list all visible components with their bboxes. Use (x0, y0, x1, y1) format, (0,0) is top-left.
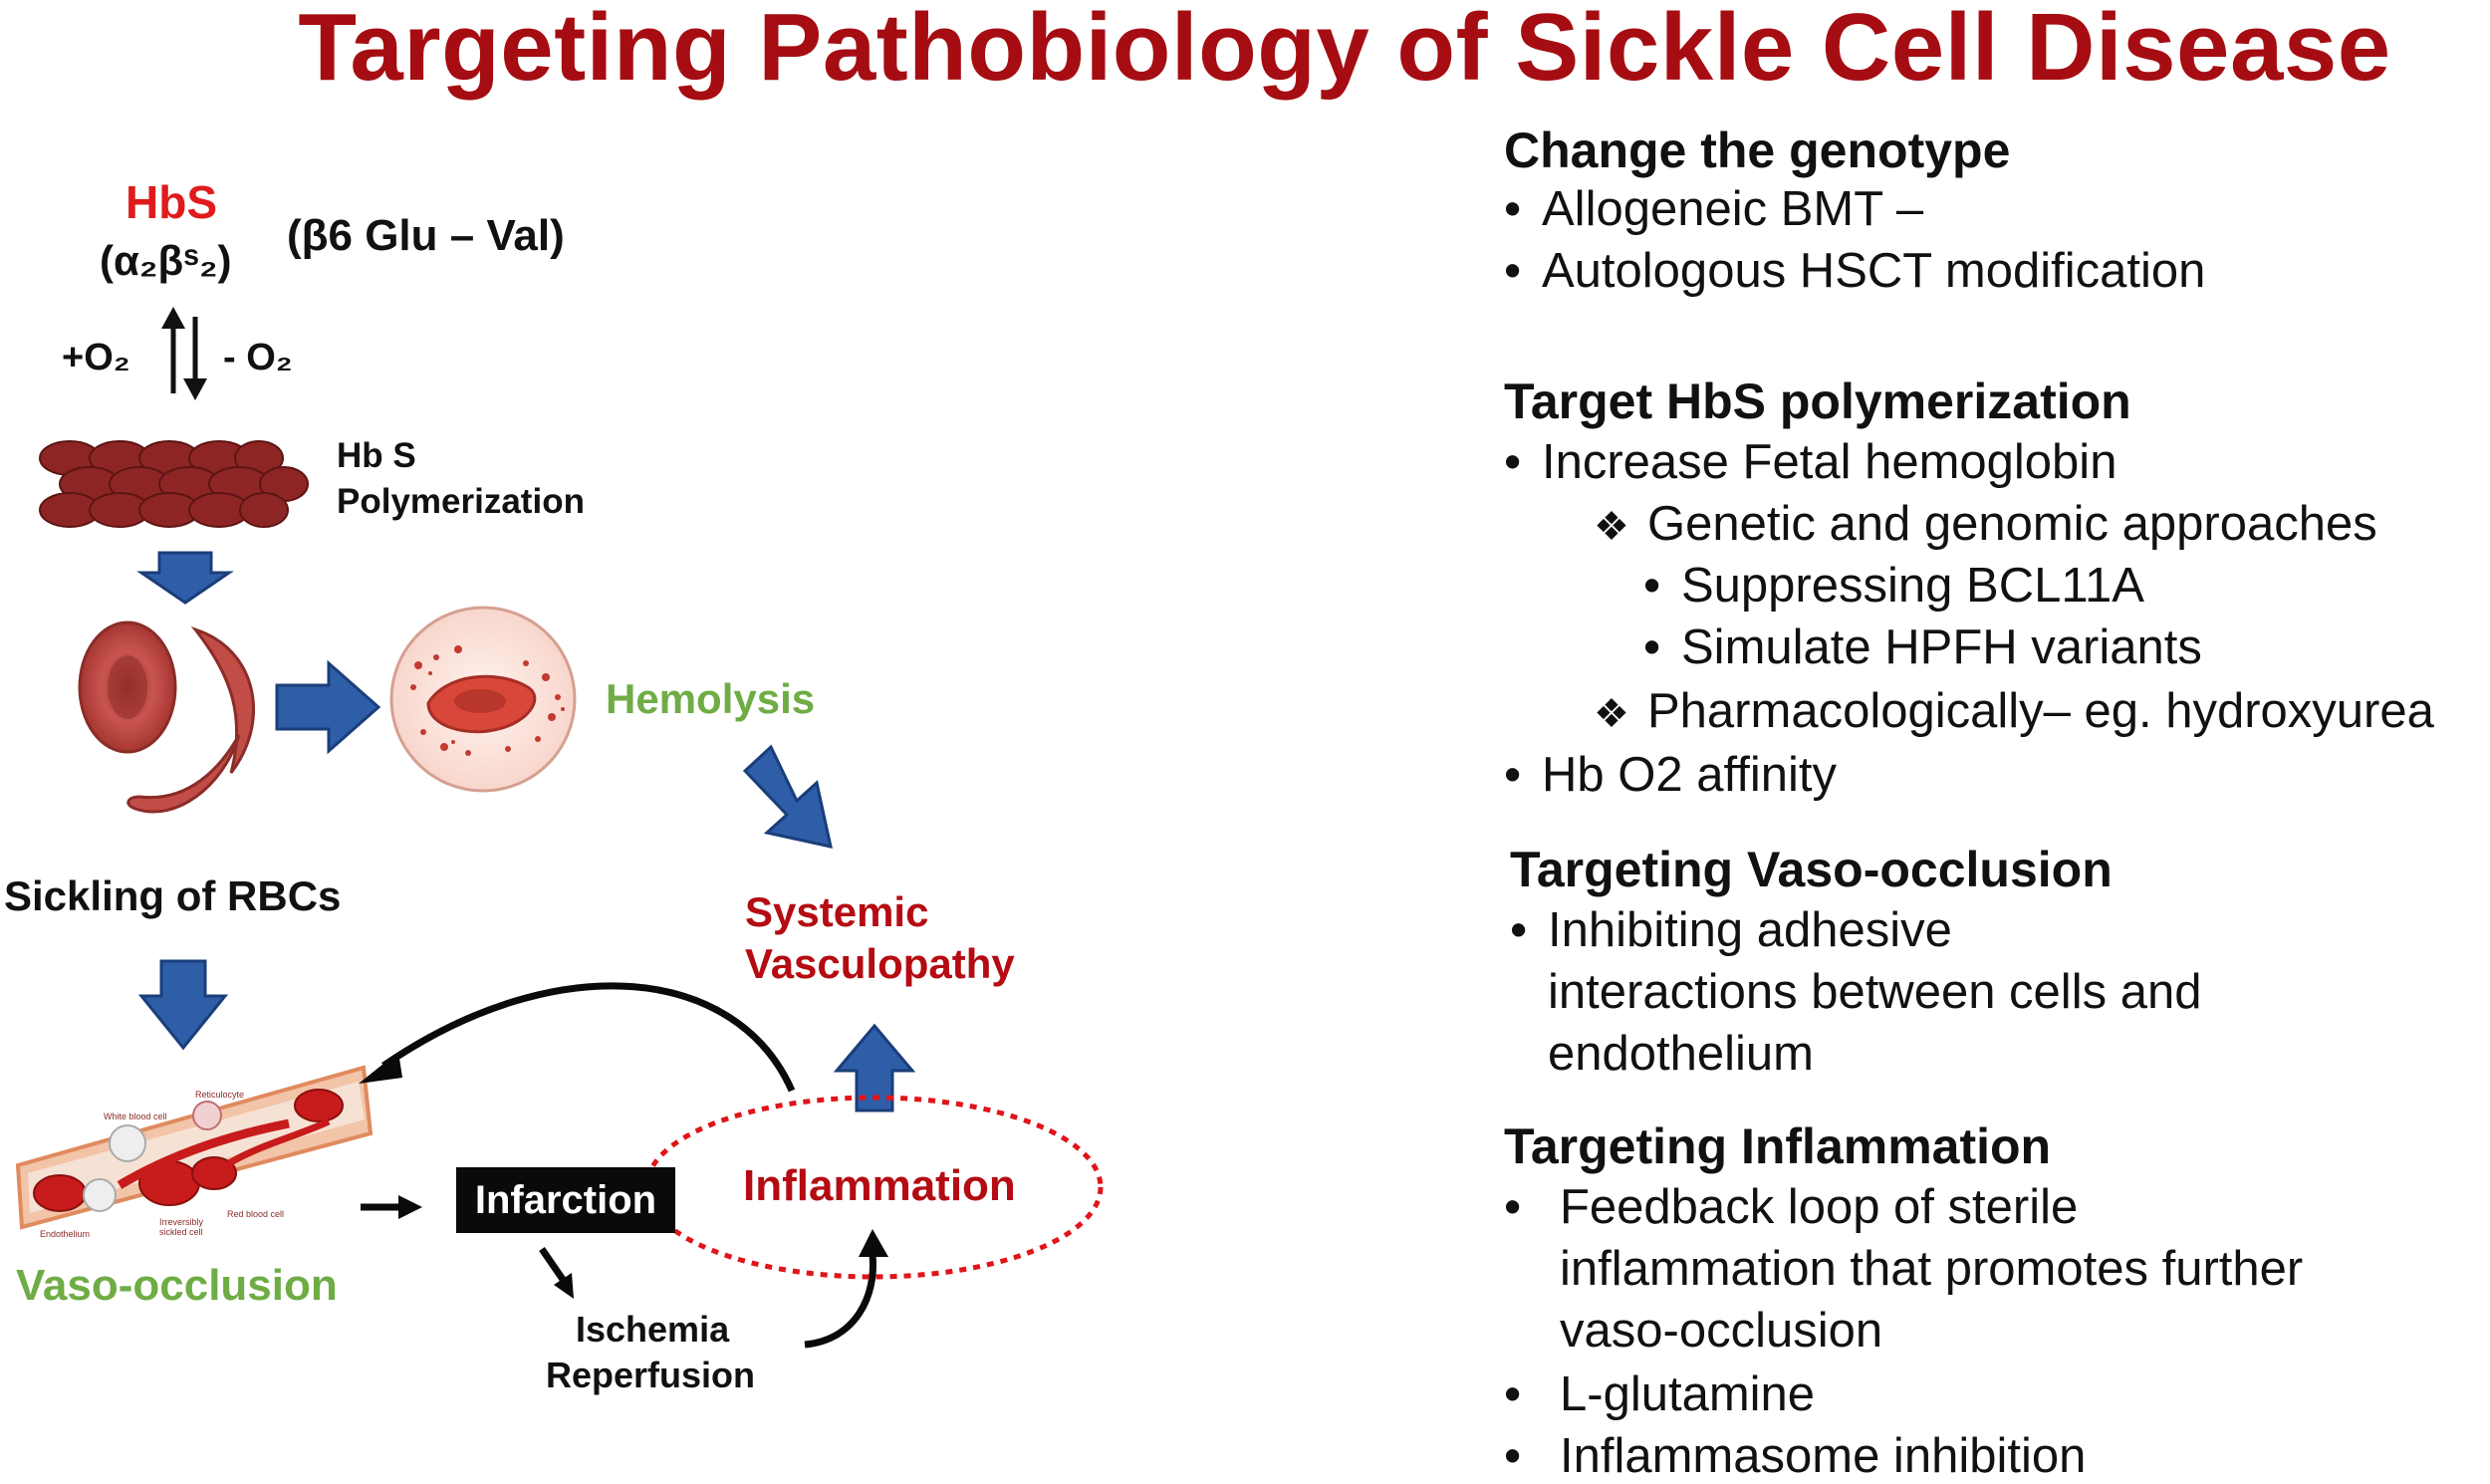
up-arrow-inflammation (833, 1023, 916, 1113)
list-item: •Inflammasome inhibition (1504, 1429, 2087, 1483)
section-inflammation-title: Targeting Inflammation (1504, 1118, 2052, 1174)
ischemia-arc (804, 1229, 888, 1349)
sickle-cell-2 (126, 734, 241, 814)
ischemia-label-2: Reperfusion (546, 1355, 756, 1395)
list-item: •L-glutamine (1504, 1367, 1816, 1421)
list-item: •Increase Fetal hemoglobin (1504, 435, 2117, 489)
systemic-label-1: Systemic (745, 888, 929, 935)
polymer-label-2: Polymerization (337, 482, 585, 521)
hemolysis-cell-icon (389, 606, 577, 793)
feedback-arc (359, 982, 796, 1093)
sickling-label: Sickling of RBCs (4, 872, 342, 919)
mutation-label: (β6 Glu – Val) (287, 211, 565, 260)
section-genotype-title: Change the genotype (1504, 123, 2011, 178)
vessel-label-rbc: Red blood cell (227, 1209, 284, 1219)
list-item-continuation: inflammation that promotes further (1560, 1242, 2304, 1296)
systemic-label-2: Vasculopathy (745, 940, 1015, 987)
list-item: •Feedback loop of sterile (1504, 1180, 2079, 1234)
list-subsubitem: •Suppressing BCL11A (1643, 559, 2144, 613)
vessel-label-reticulocyte: Reticulocyte (195, 1090, 244, 1100)
right-arrow-hemolysis (275, 659, 381, 755)
inflammation-label: Inflammation (743, 1161, 1016, 1210)
list-item: •Hb O2 affinity (1504, 748, 1837, 802)
hbs-formula: (α₂βˢ₂) (100, 237, 232, 284)
hemolysis-label: Hemolysis (606, 675, 816, 722)
vessel-label-sickled-cell: sickled cell (159, 1227, 203, 1237)
down-arrow-polymer (136, 551, 234, 605)
polymer-label-1: Hb S (337, 436, 416, 475)
black-arrows (361, 1195, 574, 1299)
blood-vessel-illustration: Reticulocyte White blood cell Endotheliu… (15, 1065, 374, 1239)
list-item-continuation: endothelium (1548, 1027, 1814, 1081)
list-subitem: ❖Genetic and genomic approaches (1594, 497, 2377, 551)
list-item-continuation: vaso-occlusion (1560, 1304, 1883, 1358)
section-polymerization-title: Target HbS polymerization (1504, 373, 2131, 429)
page-title: Targeting Pathobiology of Sickle Cell Di… (298, 0, 2391, 101)
infarction-box: Infarction (456, 1167, 675, 1233)
vessel-label-endothelium: Endothelium (40, 1229, 90, 1239)
minus-o2-label: - O₂ (223, 337, 293, 378)
sickle-cell-1 (190, 626, 255, 774)
hbs-label: HbS (125, 176, 217, 228)
list-subitem: ❖Pharmacologically– eg. hydroxyurea (1594, 684, 2434, 738)
list-item: •Autologous HSCT modification (1504, 244, 2206, 298)
list-subsubitem: •Simulate HPFH variants (1643, 620, 2202, 674)
list-item-continuation: interactions between cells and (1548, 965, 2202, 1019)
plus-o2-label: +O₂ (62, 337, 130, 378)
down-arrow-sickling (137, 959, 229, 1051)
hbs-polymer-icon (39, 440, 309, 528)
o2-equilibrium-arrows (161, 307, 207, 400)
blue-arrows (136, 551, 916, 1113)
vaso-occlusion-label: Vaso-occlusion (16, 1261, 338, 1310)
vessel-label-wbc: White blood cell (104, 1112, 167, 1121)
vessel-label-irreversibly: Irreversibly (159, 1217, 204, 1227)
ischemia-label-1: Ischemia (576, 1309, 730, 1350)
section-vaso-occlusion-title: Targeting Vaso-occlusion (1510, 842, 2113, 897)
diag-arrow-systemic (742, 744, 833, 849)
list-item: •Inhibiting adhesive (1510, 903, 1952, 957)
list-item: •Allogeneic BMT – (1504, 182, 1924, 236)
rbc-illustration (78, 620, 255, 814)
